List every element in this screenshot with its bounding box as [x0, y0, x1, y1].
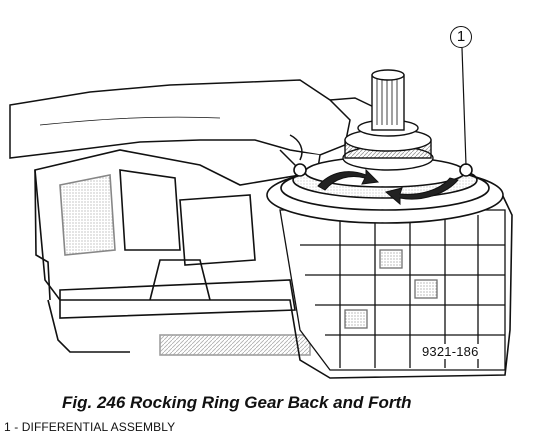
- bearing-assembly: [342, 119, 434, 171]
- ribbed-housing: [279, 209, 506, 371]
- callout-number-1: 1: [450, 26, 472, 48]
- hand-drawing: [9, 79, 381, 171]
- output-shaft: [371, 69, 405, 131]
- rotation-arrows: [317, 168, 459, 206]
- figure-caption: Fig. 246 Rocking Ring Gear Back and Fort…: [62, 393, 412, 412]
- figure-code: 9321-186: [420, 344, 481, 359]
- legend-item: 1 - DIFFERENTIAL ASSEMBLY: [4, 420, 176, 434]
- callout-leader-line: [461, 47, 467, 166]
